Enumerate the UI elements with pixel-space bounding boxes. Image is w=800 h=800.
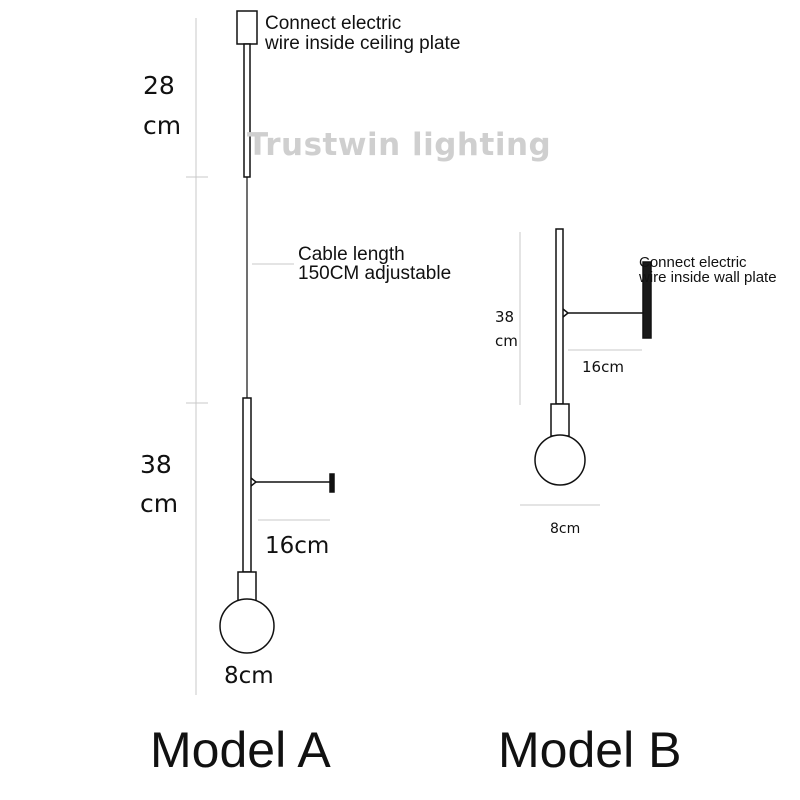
model-b-dimension-guides xyxy=(519,232,642,506)
arm xyxy=(250,477,331,483)
ceiling-plate xyxy=(236,10,258,45)
arm-length-label: 16cm xyxy=(265,533,330,559)
bulb-diameter-label: 8cm xyxy=(224,663,274,689)
wall-lamp-rod xyxy=(555,228,564,405)
body-rod xyxy=(242,397,252,573)
model-a-label: Model A xyxy=(150,722,331,778)
wall-lamp-socket xyxy=(550,403,570,437)
cable-note-line-1: Cable length xyxy=(298,244,405,265)
top-rod-length-unit: cm xyxy=(143,111,182,140)
wall-note-line-1: Connect electric xyxy=(639,254,747,271)
wall-arm-length-label: 16cm xyxy=(582,358,624,376)
bulb xyxy=(219,598,275,654)
model-a-dimension-guides xyxy=(186,18,330,695)
top-rod-length-value: 28 xyxy=(143,71,175,100)
model-b-label: Model B xyxy=(498,722,682,778)
model-a-pendant-lamp xyxy=(219,10,335,654)
wall-lamp-bulb xyxy=(534,434,586,486)
wall-plate xyxy=(642,261,652,339)
watermark: Trustwin lighting xyxy=(247,127,552,163)
ceiling-note-line-2: wire inside ceiling plate xyxy=(265,33,461,54)
wall-arm xyxy=(562,308,643,314)
wall-note-line-2: wire inside wall plate xyxy=(639,269,777,286)
bulb-socket xyxy=(237,571,257,603)
arm-end-plate xyxy=(329,473,335,493)
body-length-value: 38 xyxy=(140,450,172,479)
model-b-wall-lamp xyxy=(534,228,652,486)
body-length-unit: cm xyxy=(140,489,179,518)
wall-body-length-unit: cm xyxy=(495,332,518,350)
cable-note-line-2: 150CM adjustable xyxy=(298,263,452,284)
wall-bulb-diameter-label: 8cm xyxy=(550,521,581,537)
wall-body-length-value: 38 xyxy=(495,308,515,326)
ceiling-note-line-1: Connect electric xyxy=(265,13,402,34)
